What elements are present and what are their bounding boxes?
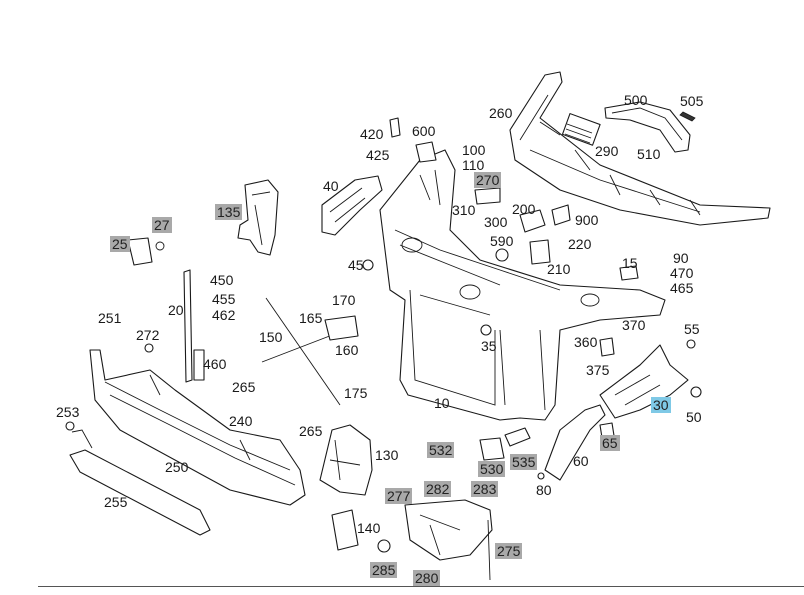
part-label-65: 65 xyxy=(600,435,620,451)
part-label-310: 310 xyxy=(452,202,476,218)
part-label-40: 40 xyxy=(323,178,339,194)
part-label-20: 20 xyxy=(168,302,184,318)
part-label-460: 460 xyxy=(203,356,227,372)
part-label-285: 285 xyxy=(370,562,398,578)
rod-20 xyxy=(183,269,205,383)
part-label-45: 45 xyxy=(348,257,364,273)
part-label-260: 260 xyxy=(489,105,513,121)
part-label-160: 160 xyxy=(335,342,359,358)
part-label-462: 462 xyxy=(212,307,236,323)
part-label-420: 420 xyxy=(360,126,384,142)
part-label-30: 30 xyxy=(651,397,671,413)
part-label-240: 240 xyxy=(229,413,253,429)
part-label-130: 130 xyxy=(375,447,399,463)
baseline-divider xyxy=(38,586,804,587)
part-label-505: 505 xyxy=(680,93,704,109)
part-label-272: 272 xyxy=(136,327,160,343)
bracket-25 xyxy=(127,237,165,266)
part-label-253: 253 xyxy=(56,404,80,420)
part-label-10: 10 xyxy=(434,395,450,411)
part-label-100: 100 xyxy=(462,142,486,158)
part-label-290: 290 xyxy=(595,143,619,159)
part-label-150: 150 xyxy=(259,329,283,345)
part-label-165: 165 xyxy=(299,310,323,326)
part-label-251: 251 xyxy=(98,310,122,326)
part-label-280: 280 xyxy=(413,570,441,586)
lower-crossmember-250 xyxy=(89,349,306,506)
part-label-80: 80 xyxy=(536,482,552,498)
part-label-465: 465 xyxy=(670,280,694,296)
bracket-130 xyxy=(319,424,373,496)
part-label-282: 282 xyxy=(424,481,452,497)
stay-rods-150 xyxy=(261,297,359,406)
part-label-375: 375 xyxy=(586,362,610,378)
part-label-35: 35 xyxy=(481,338,497,354)
part-label-425: 425 xyxy=(366,147,390,163)
fasteners xyxy=(65,248,702,553)
part-label-270: 270 xyxy=(474,172,502,188)
part-label-110: 110 xyxy=(462,157,485,173)
part-label-590: 590 xyxy=(490,233,514,249)
part-label-55: 55 xyxy=(684,321,700,337)
part-label-510: 510 xyxy=(637,146,661,162)
lower-bar-255 xyxy=(69,429,211,536)
part-label-300: 300 xyxy=(484,214,508,230)
part-label-470: 470 xyxy=(670,265,694,281)
part-label-283: 283 xyxy=(471,481,499,497)
part-label-175: 175 xyxy=(344,385,368,401)
part-label-27: 27 xyxy=(152,217,172,233)
crossmember-260 xyxy=(509,71,771,226)
part-label-360: 360 xyxy=(574,334,598,350)
bracket-275 xyxy=(404,499,493,581)
part-label-25: 25 xyxy=(110,236,130,252)
part-label-275: 275 xyxy=(495,543,523,559)
part-label-50: 50 xyxy=(686,409,702,425)
part-label-200: 200 xyxy=(512,201,536,217)
part-label-455: 455 xyxy=(212,291,236,307)
duct-135 xyxy=(237,179,279,256)
air-duct-500 xyxy=(604,101,696,153)
part-label-140: 140 xyxy=(357,520,381,536)
part-label-135: 135 xyxy=(215,204,243,220)
part-label-600: 600 xyxy=(412,123,436,139)
part-label-255: 255 xyxy=(104,494,128,510)
part-label-450: 450 xyxy=(210,272,234,288)
part-label-15: 15 xyxy=(622,255,638,271)
part-label-210: 210 xyxy=(547,261,571,277)
part-label-220: 220 xyxy=(568,236,592,252)
part-label-500: 500 xyxy=(624,92,648,108)
part-label-530: 530 xyxy=(478,461,506,477)
part-label-170: 170 xyxy=(332,292,356,308)
part-label-277: 277 xyxy=(385,488,413,504)
part-label-370: 370 xyxy=(622,317,646,333)
block-140 xyxy=(331,509,359,551)
side-panel-30 xyxy=(599,344,689,419)
bracket-40 xyxy=(321,175,383,236)
part-label-90: 90 xyxy=(673,250,689,266)
part-label-900: 900 xyxy=(575,212,599,228)
part-label-250: 250 xyxy=(165,459,189,475)
part-label-535: 535 xyxy=(510,454,538,470)
part-label-265b: 265 xyxy=(299,423,323,439)
part-label-265a: 265 xyxy=(232,379,256,395)
side-bracket-60 xyxy=(544,404,606,481)
part-label-60: 60 xyxy=(573,453,589,469)
front-carrier-10 xyxy=(379,149,666,421)
part-label-532: 532 xyxy=(427,442,455,458)
